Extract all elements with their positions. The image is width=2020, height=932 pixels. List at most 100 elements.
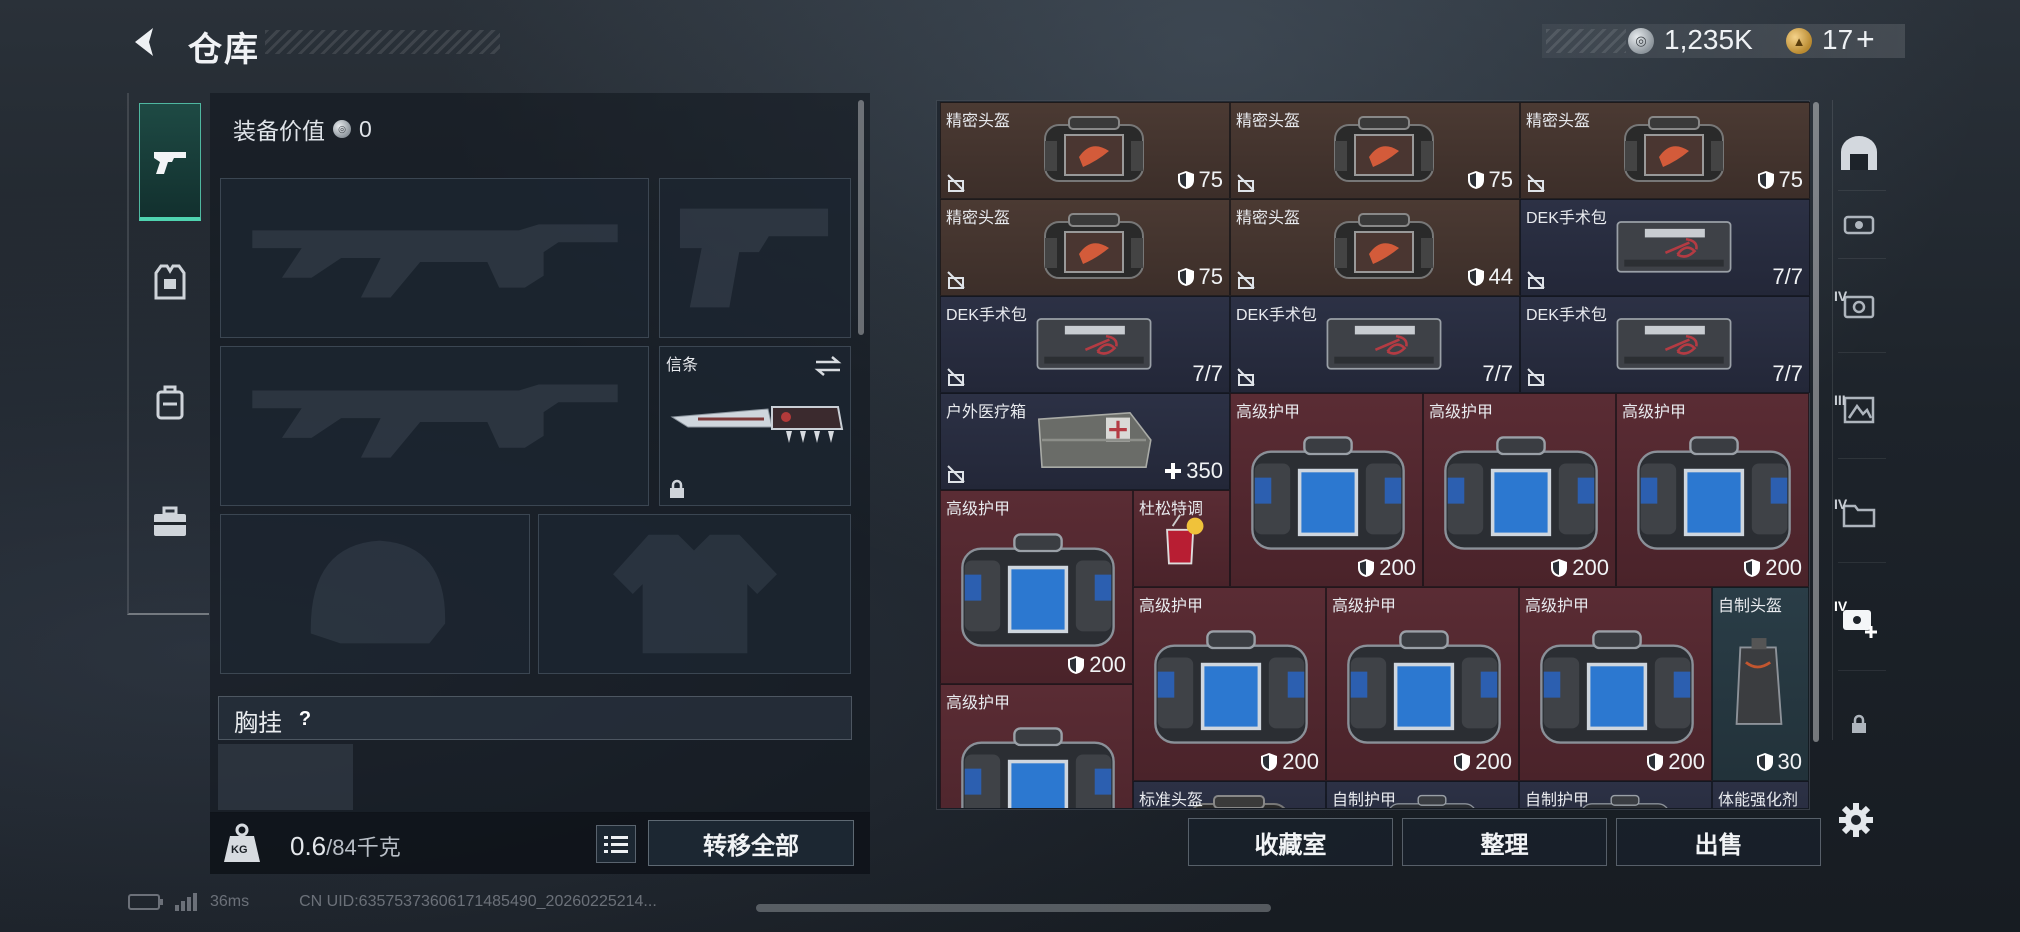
secondary-weapon-slot[interactable]: [220, 346, 649, 506]
unlocked-icon: [1527, 368, 1545, 386]
category-all[interactable]: [1834, 124, 1884, 184]
item-name: 自制护甲: [1332, 792, 1397, 808]
medkit-category-icon: [1843, 295, 1875, 319]
unlocked-icon: [1237, 368, 1255, 386]
collection-room-button[interactable]: 收藏室: [1188, 818, 1393, 866]
chest-rig-slot[interactable]: [218, 744, 353, 810]
body-armor-slot[interactable]: [538, 514, 851, 674]
helmet-slot[interactable]: [220, 514, 530, 674]
tab-weapons[interactable]: [139, 103, 201, 221]
inventory-item[interactable]: 自制头盔 30: [1712, 587, 1809, 781]
inventory-item[interactable]: 体能强化剂: [1712, 781, 1809, 808]
inventory-item[interactable]: 自制护甲: [1326, 781, 1519, 808]
pistol-slot[interactable]: [659, 178, 851, 338]
item-name: 体能强化剂: [1718, 792, 1799, 808]
shield-icon: [1454, 753, 1471, 771]
back-button[interactable]: [126, 22, 166, 62]
item-name: 标准头盔: [1139, 792, 1204, 808]
shield-icon: [1177, 171, 1194, 189]
equipment-scrollbar[interactable]: [858, 100, 864, 335]
help-icon[interactable]: ?: [298, 707, 312, 730]
shield-icon: [1467, 268, 1484, 286]
category-armor[interactable]: [1834, 194, 1884, 254]
primary-weapon-slot[interactable]: [220, 178, 649, 338]
organize-button[interactable]: 整理: [1402, 818, 1607, 866]
unlocked-icon: [1527, 174, 1545, 192]
signal-icon: [175, 893, 197, 911]
category-new[interactable]: IV: [1834, 590, 1884, 650]
transfer-all-button[interactable]: 转移全部: [648, 820, 854, 866]
helmet-silhouette-icon: [310, 540, 446, 644]
tab-backpack[interactable]: [139, 343, 201, 461]
tab-armor[interactable]: [139, 223, 201, 341]
armor-item-icon: [1146, 622, 1316, 757]
pistol-silhouette-icon: [679, 208, 829, 308]
unlocked-icon: [947, 271, 965, 289]
item-value: 30: [1756, 749, 1802, 775]
helmet-item-icon: [1324, 111, 1444, 192]
gold-coin-icon: ▲: [1786, 28, 1812, 54]
gold-add-button[interactable]: +: [1856, 21, 1875, 57]
item-value-text: 200: [1379, 555, 1416, 580]
inventory-item[interactable]: 高级护甲: [940, 684, 1133, 808]
shield-icon: [1756, 753, 1773, 771]
item-value-text: 7/7: [1772, 361, 1803, 386]
list-view-button[interactable]: [596, 825, 636, 863]
armor-item-icon: [1243, 428, 1413, 563]
category-documents[interactable]: III: [1834, 380, 1884, 440]
item-name: 精密头盔: [1236, 113, 1301, 130]
sell-button[interactable]: 出售: [1616, 818, 1821, 866]
home-indicator[interactable]: [756, 904, 1271, 912]
plus-icon: [1165, 463, 1182, 479]
category-locked[interactable]: [1834, 694, 1884, 754]
inventory-item[interactable]: 标准头盔: [1133, 781, 1326, 808]
item-value-text: 75: [1778, 167, 1803, 192]
chest-rig-header[interactable]: [218, 696, 852, 740]
item-value-text: 350: [1186, 458, 1223, 483]
inventory-item[interactable]: 自制护甲: [1519, 781, 1712, 808]
settings-button[interactable]: [1836, 800, 1876, 840]
equipment-value-amount: 0: [359, 115, 372, 142]
inventory-scrollbar[interactable]: [1813, 102, 1819, 742]
gear-icon: [1839, 803, 1873, 837]
item-name: 高级护甲: [946, 695, 1011, 712]
firstaid-item-icon: [1034, 402, 1154, 483]
tab-secure-case[interactable]: [139, 463, 201, 581]
shield-icon: [1744, 559, 1761, 577]
melee-slot[interactable]: 信条: [659, 346, 851, 506]
unlocked-icon: [947, 174, 965, 192]
rifle-silhouette-icon: [252, 224, 618, 298]
category-files[interactable]: IV: [1834, 484, 1884, 544]
item-name: 自制头盔: [1718, 598, 1783, 615]
shield-icon: [1757, 171, 1774, 189]
inventory-item[interactable]: 杜松特调: [1133, 490, 1230, 587]
swap-icon[interactable]: [814, 355, 842, 377]
title-decoration: [265, 30, 500, 54]
medkit-item-icon: [1614, 305, 1734, 386]
inventory-item[interactable]: 精密头盔 75: [940, 199, 1230, 296]
item-value-text: 200: [1475, 749, 1512, 774]
shield-icon: [1358, 559, 1375, 577]
item-name: 精密头盔: [946, 210, 1011, 227]
item-value: 75: [1177, 264, 1223, 290]
helmet-item-icon: [1034, 208, 1154, 289]
category-medical[interactable]: IV: [1834, 276, 1884, 336]
list-icon: [604, 836, 628, 853]
armor-item-icon: [1436, 428, 1606, 563]
